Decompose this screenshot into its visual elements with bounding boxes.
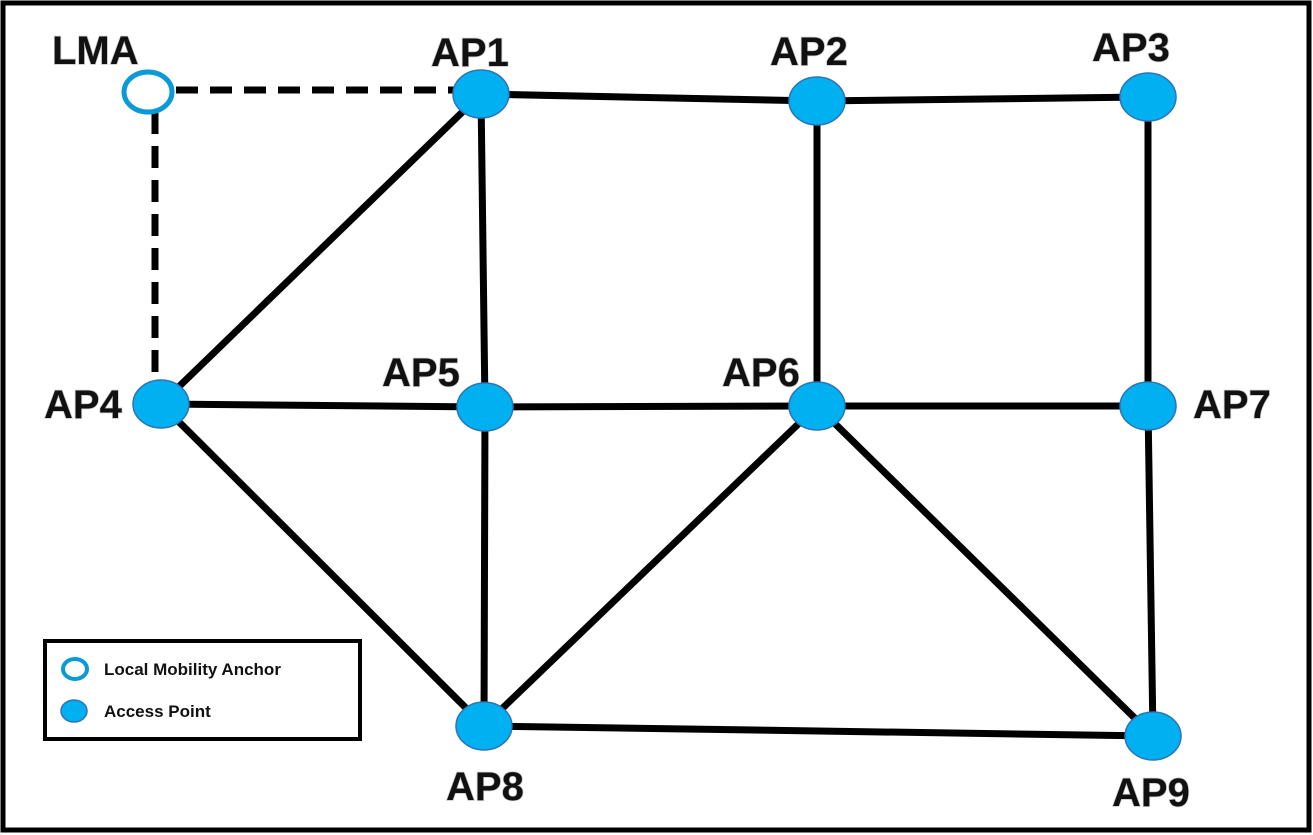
nodes-layer	[121, 69, 1182, 761]
node-ap2	[788, 76, 846, 126]
link-ap1-ap4	[158, 91, 484, 407]
link-ap2-ap3	[816, 93, 1149, 105]
link-ap4-ap5	[160, 400, 486, 411]
legend-lma-icon	[61, 657, 89, 681]
link-ap6-ap9	[814, 403, 1156, 739]
node-label-ap5: AP5	[382, 351, 460, 395]
node-label-ap7: AP7	[1193, 383, 1271, 427]
node-ap3	[1119, 72, 1177, 122]
node-ap9	[1124, 711, 1182, 761]
link-ap5-ap8	[480, 406, 489, 727]
link-ap8-ap9	[483, 722, 1154, 740]
node-label-lma: LMA	[52, 29, 139, 73]
node-ap7	[1119, 381, 1177, 431]
legend-ap-label: Access Point	[104, 702, 211, 721]
links-layer	[151, 86, 1157, 740]
legend-ap-icon	[60, 699, 88, 723]
legend-box	[43, 639, 362, 741]
node-label-ap3: AP3	[1092, 26, 1170, 70]
link-ap6-ap8	[481, 403, 820, 729]
node-ap1	[452, 69, 510, 119]
node-label-ap1: AP1	[431, 31, 509, 75]
node-label-ap8: AP8	[446, 765, 524, 809]
node-ap5	[456, 382, 514, 432]
link-ap1-ap5	[477, 93, 489, 408]
node-label-ap4: AP4	[44, 383, 123, 427]
link-ap1-ap2	[480, 90, 818, 105]
link-ap4-ap8	[158, 401, 487, 729]
node-label-ap6: AP6	[722, 351, 800, 395]
node-label-ap9: AP9	[1112, 771, 1190, 815]
node-label-ap2: AP2	[770, 30, 848, 74]
link-ap7-ap9	[1144, 405, 1157, 737]
legend-lma-label: Local Mobility Anchor	[104, 660, 281, 679]
node-ap8	[455, 701, 513, 751]
legend: Local Mobility Anchor Access Point	[43, 639, 362, 741]
link-ap5-ap6	[484, 402, 818, 411]
node-ap6	[788, 381, 846, 431]
node-ap4	[132, 379, 190, 429]
node-lma	[121, 69, 175, 115]
